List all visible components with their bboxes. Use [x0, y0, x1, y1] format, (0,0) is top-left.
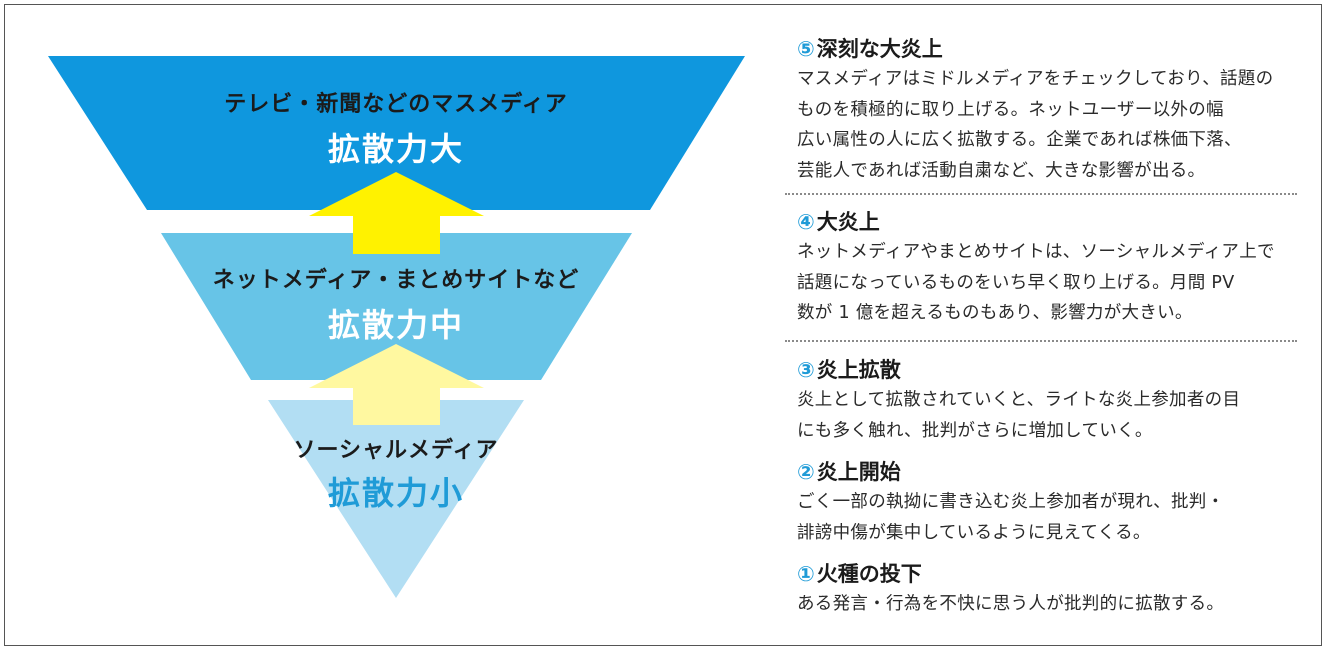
stage-5-title: 深刻な大炎上 — [816, 37, 943, 61]
tier-top-scale: 拡散力大 — [327, 130, 464, 168]
stage-1-title: 火種の投下 — [816, 562, 922, 586]
stage-4: ④ 大炎上 ネットメディアやまとめサイトは、ソーシャルメディア上で 話題になって… — [797, 207, 1297, 329]
stage-2: ② 炎上開始 ごく一部の執拗に書き込む炎上参加者が現れ、批判・ 誹謗中傷が集中し… — [797, 457, 1297, 548]
stage-2-number: ② — [797, 460, 815, 484]
stage-1-number: ① — [797, 562, 815, 586]
stage-5-heading: ⑤ 深刻な大炎上 — [797, 34, 1297, 64]
stage-3: ③ 炎上拡散 炎上として拡散されていくと、ライトな炎上参加者の目 にも多く触れ、… — [797, 355, 1297, 446]
tier-middle-scale: 拡散力中 — [327, 306, 464, 344]
stage-1: ① 火種の投下 ある発言・行為を不快に思う人が批判的に拡散する。 — [797, 559, 1297, 620]
stage-3-heading: ③ 炎上拡散 — [797, 355, 1297, 385]
tier-top-title: テレビ・新聞などのマスメディア — [224, 92, 568, 117]
stage-3-description: 炎上として拡散されていくと、ライトな炎上参加者の目 にも多く触れ、批判がさらに増… — [797, 390, 1241, 441]
stage-2-heading: ② 炎上開始 — [797, 457, 1297, 487]
stage-3-title: 炎上拡散 — [816, 358, 901, 382]
stage-5-number: ⑤ — [797, 37, 815, 61]
tier-middle-title: ネットメディア・まとめサイトなど — [212, 268, 580, 293]
divider — [785, 340, 1297, 342]
stage-5-description: マスメディアはミドルメディアをチェックしており、話題の ものを積極的に取り上げる… — [797, 69, 1274, 181]
up-arrow-icon — [309, 344, 484, 425]
stage-4-description: ネットメディアやまとめサイトは、ソーシャルメディア上で 話題になっているものをい… — [797, 242, 1275, 323]
tier-bottom-scale: 拡散力小 — [327, 474, 464, 512]
up-arrow-icon — [309, 172, 484, 254]
stage-4-heading: ④ 大炎上 — [797, 207, 1297, 237]
stage-3-number: ③ — [797, 358, 815, 382]
tier-middle-band — [161, 233, 632, 380]
stage-1-heading: ① 火種の投下 — [797, 559, 1297, 589]
stage-1-description: ある発言・行為を不快に思う人が批判的に拡散する。 — [797, 594, 1225, 614]
stage-4-title: 大炎上 — [816, 210, 880, 234]
tier-bottom-title: ソーシャルメディア — [293, 438, 499, 463]
stage-5: ⑤ 深刻な大炎上 マスメディアはミドルメディアをチェックしており、話題の ものを… — [797, 34, 1297, 186]
divider — [785, 193, 1297, 195]
stage-2-description: ごく一部の執拗に書き込む炎上参加者が現れ、批判・ 誹謗中傷が集中しているように見… — [797, 492, 1225, 543]
tier-top-band — [48, 56, 745, 210]
tier-bottom-band — [268, 400, 524, 598]
stage-4-number: ④ — [797, 210, 815, 234]
stage-2-title: 炎上開始 — [816, 460, 901, 484]
